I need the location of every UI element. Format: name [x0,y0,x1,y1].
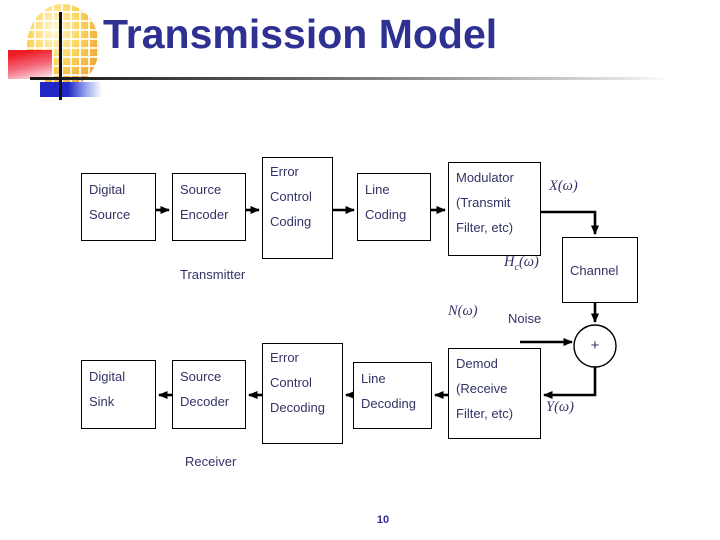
box-text-line: Digital [89,369,126,384]
box-text-line: Sink [89,394,115,409]
source-decoder-box: Source Decoder [172,360,246,429]
receiver-group-label: Receiver [185,454,237,469]
line-coding-box: Line Coding [357,173,431,241]
summing-junction-plus-symbol: + [590,337,600,354]
noise-label: Noise [508,311,542,326]
digital-source-box: Digital Source [81,173,156,241]
line-decoding-box: Line Decoding [353,362,432,429]
box-text-line: Source [180,182,222,197]
box-text-line: Filter, etc) [456,406,514,421]
box-text-line: Filter, etc) [456,220,514,235]
box-text-line: (Transmit [456,195,511,210]
box-text-line: Line [361,371,386,386]
n-omega-signal-label: N(ω) [448,303,478,319]
error-control-decoding-box: Error Control Decoding [262,343,343,444]
title-underline-rule [30,77,670,80]
arrow-modulator-to-channel [541,210,599,235]
x-omega-signal-label: X(ω) [549,178,578,194]
box-text-line: Decoder [180,394,230,409]
transmitter-group-label: Transmitter [180,267,246,282]
box-text-line: Error [270,350,299,365]
box-text-line: Demod [456,356,498,371]
box-text-line: Encoder [180,207,229,222]
box-text-line: Coding [365,207,407,222]
box-text-line: Line [365,182,390,197]
hc-subscript: c [514,261,519,273]
hc-omega-signal-label: Hc(ω) [504,254,539,273]
channel-box: Channel [562,237,638,303]
y-omega-signal-label: Y(ω) [546,399,574,415]
error-control-coding-box: Error Control Coding [262,157,333,259]
box-text-line: Source [180,369,222,384]
box-text-line: Decoding [361,396,416,411]
box-text-line: Channel [570,262,619,278]
box-text-line: (Receive [456,381,508,396]
page-number: 10 [376,514,390,526]
box-text-line: Error [270,164,299,179]
box-text-line: Modulator [456,170,514,185]
box-text-line: Decoding [270,400,325,415]
box-text-line: Control [270,375,312,390]
slide-title: Transmission Model [103,11,498,57]
box-text-line: Digital [89,182,126,197]
source-encoder-box: Source Encoder [172,173,246,241]
demod-box: Demod (Receive Filter, etc) [448,348,541,439]
digital-sink-box: Digital Sink [81,360,156,429]
box-text-line: Coding [270,214,312,229]
box-text-line: Control [270,189,312,204]
logo-blue-block [40,82,102,97]
hc-base: H [504,254,515,270]
box-text-line: Source [89,207,131,222]
logo-red-block [8,50,52,79]
arrow-summing-junction-to-demod [543,367,597,399]
logo-vertical-line [59,12,62,100]
modulator-box: Modulator (Transmit Filter, etc) [448,162,541,256]
hc-args: (ω) [518,254,539,270]
